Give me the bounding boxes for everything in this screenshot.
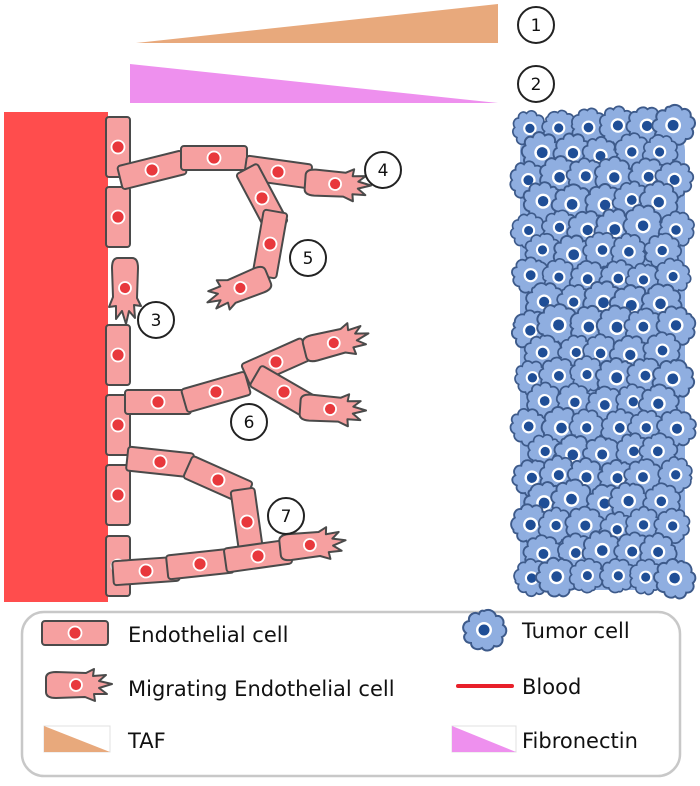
stage-3-cell (108, 257, 142, 325)
marker-2: 2 (517, 65, 555, 103)
legend-endothelial-cell-label: Endothelial cell (128, 623, 288, 647)
legend: Endothelial cell Migrating Endothelial c… (20, 608, 682, 778)
svg-text:3: 3 (151, 311, 162, 331)
legend-tumor-cell-label: Tumor cell (521, 619, 630, 643)
svg-text:1: 1 (531, 16, 542, 36)
legend-endothelial-cell-icon (41, 620, 109, 646)
svg-text:5: 5 (303, 249, 314, 269)
marker-5: 5 (289, 239, 327, 277)
tumor-mass (502, 100, 700, 607)
svg-text:2: 2 (531, 75, 542, 95)
taf-gradient (136, 4, 498, 43)
sprout-4-5 (116, 145, 374, 318)
legend-migrating-cell-label: Migrating Endothelial cell (128, 677, 395, 701)
svg-text:6: 6 (244, 413, 255, 433)
fibronectin-gradient (130, 64, 498, 103)
legend-taf-label: TAF (127, 729, 166, 753)
legend-fibronectin-icon (451, 725, 517, 753)
blood-vessel (4, 112, 108, 602)
svg-text:7: 7 (281, 507, 292, 527)
svg-text:4: 4 (378, 161, 389, 181)
legend-fibronectin-label: Fibronectin (522, 729, 638, 753)
marker-1: 1 (517, 6, 555, 44)
fibronectin-gradient-shape (130, 64, 498, 103)
marker-3: 3 (137, 301, 175, 339)
marker-7: 7 (267, 497, 305, 535)
legend-taf-icon (43, 725, 111, 753)
marker-6: 6 (230, 403, 268, 441)
legend-blood-label: Blood (522, 675, 581, 699)
sprout-7 (111, 445, 349, 587)
taf-gradient-shape (136, 4, 498, 43)
marker-4: 4 (364, 151, 402, 189)
